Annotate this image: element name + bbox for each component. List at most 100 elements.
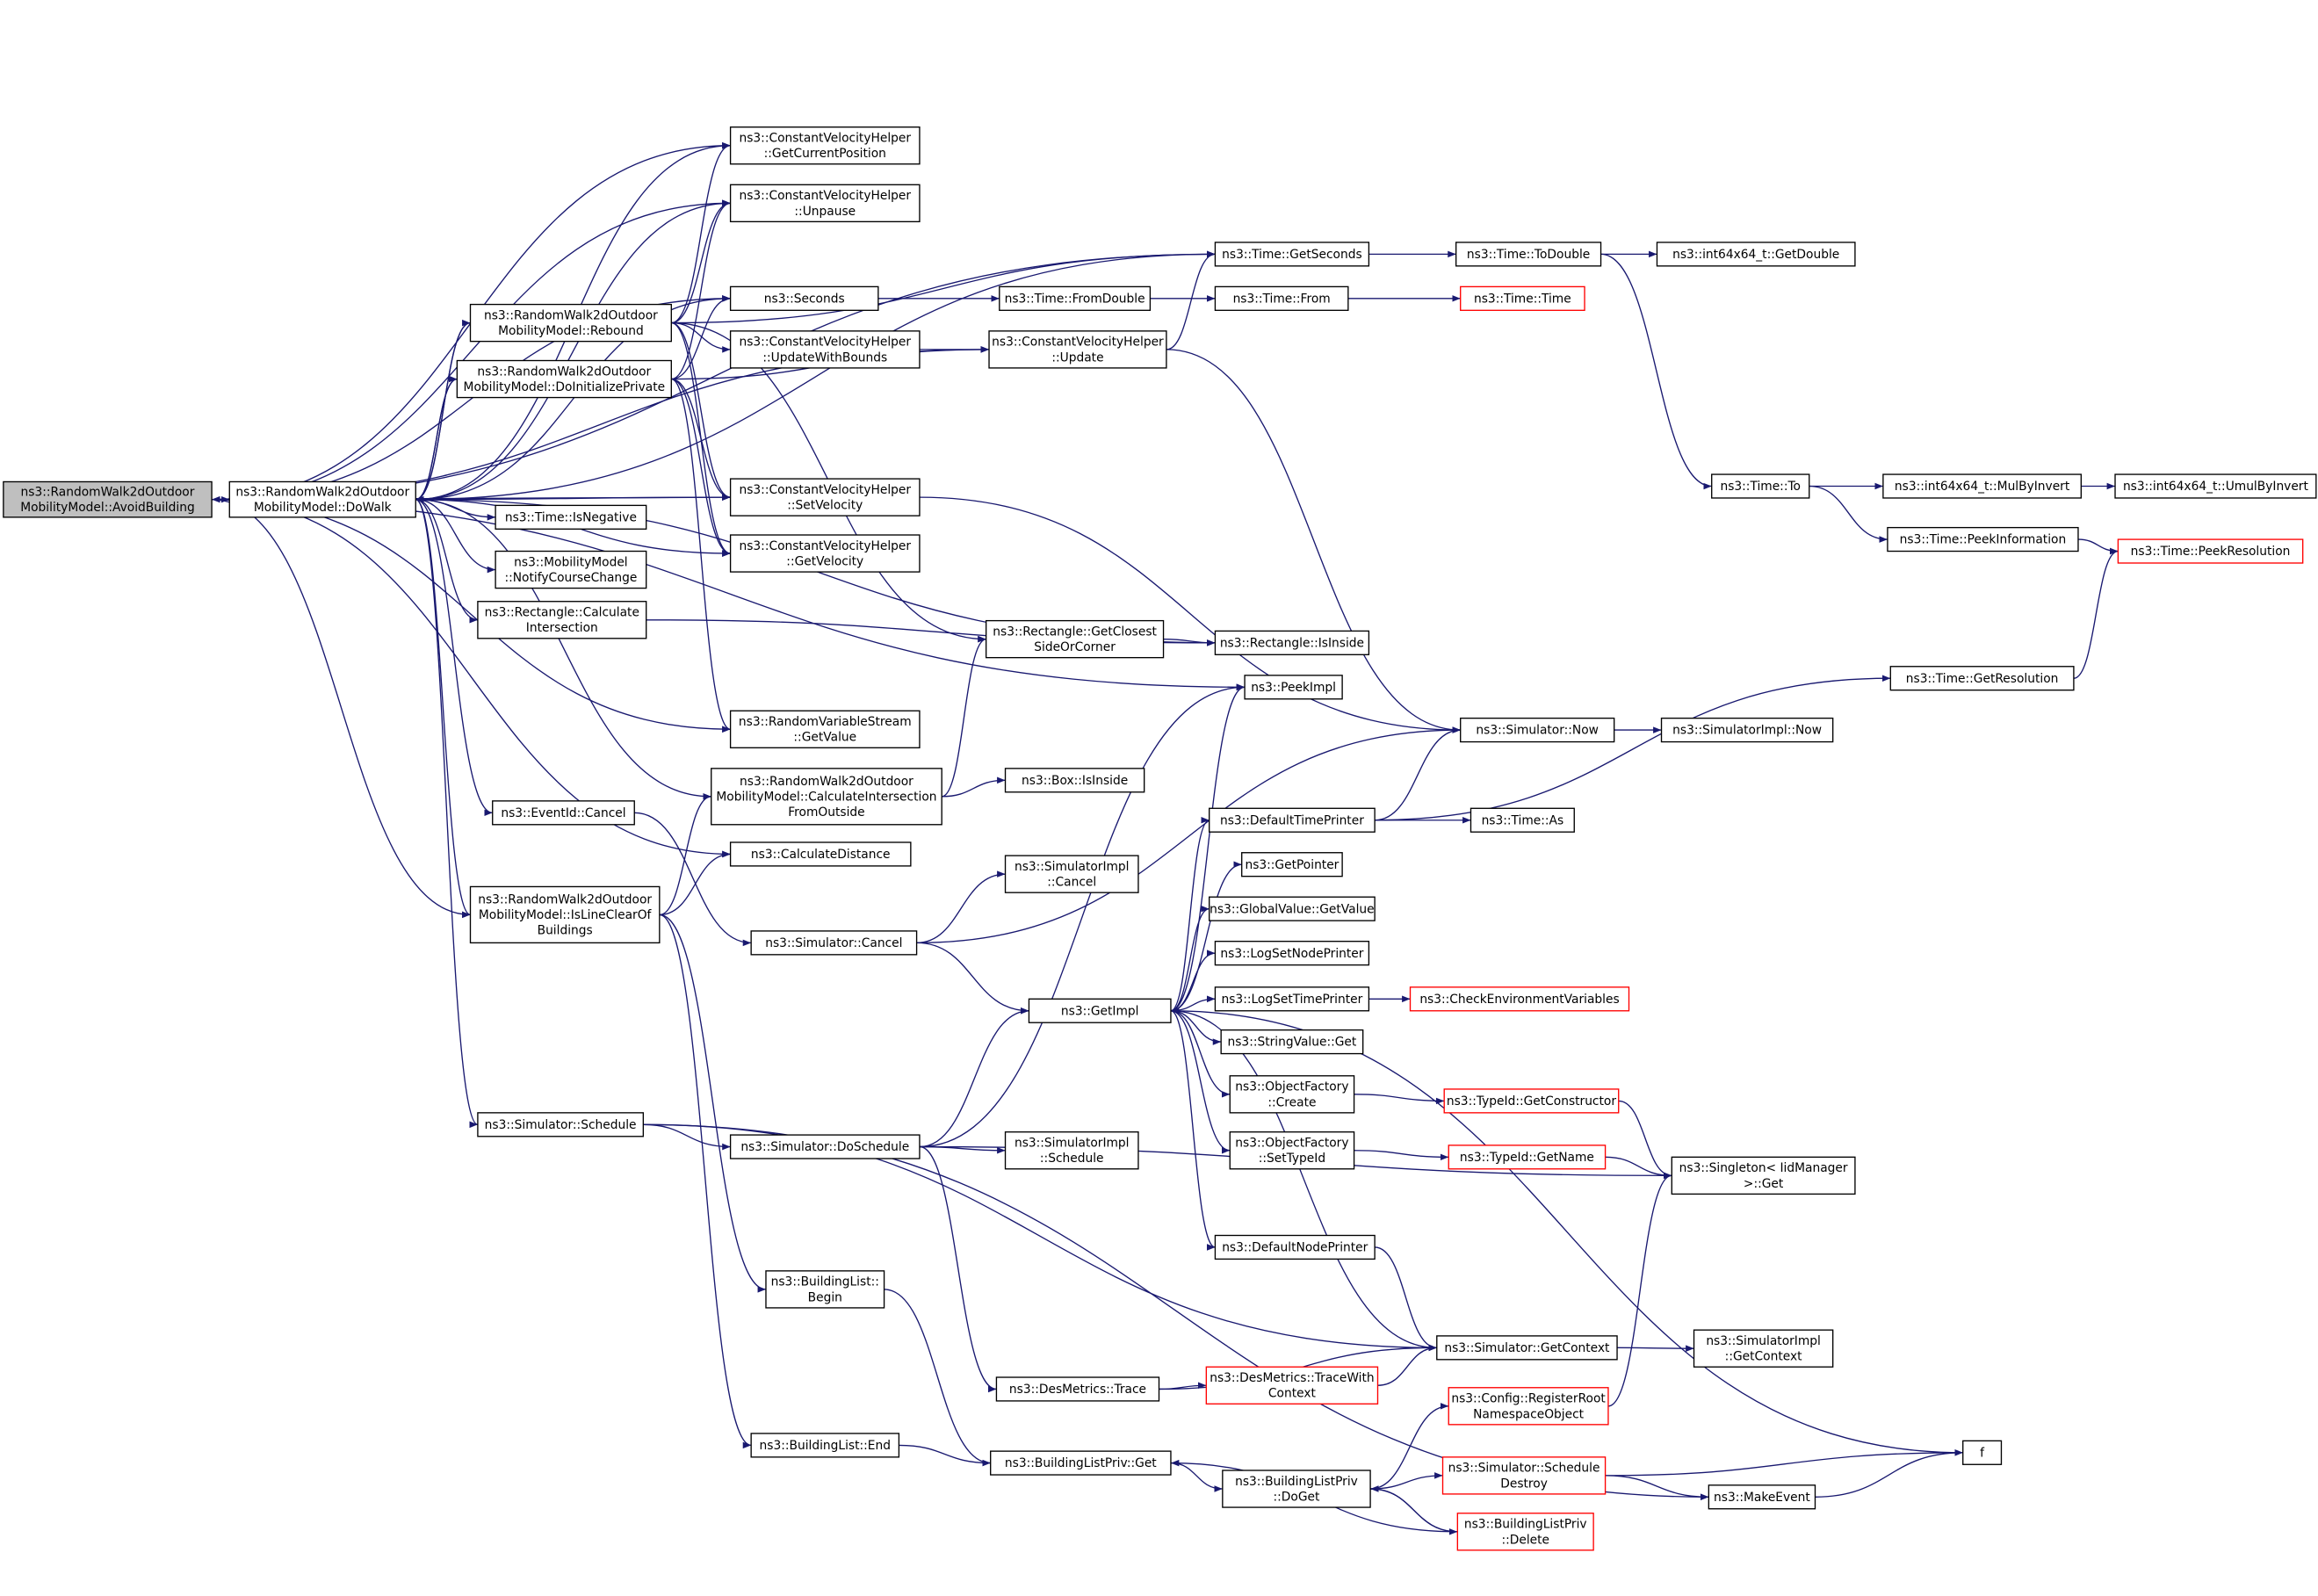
node-avoid[interactable]: ns3::RandomWalk2dOutdoorMobilityModel::A… [3, 480, 213, 518]
node-box [1214, 630, 1370, 655]
node-timeto[interactable]: ns3::Time::To [1711, 473, 1810, 499]
node-evcancel[interactable]: ns3::EventId::Cancel [492, 800, 635, 826]
node-blpget[interactable]: ns3::BuildingListPriv::Get [990, 1450, 1172, 1476]
node-label: f [1980, 1446, 1985, 1460]
node-timetime[interactable]: ns3::Time::Time [1460, 285, 1585, 311]
node-getcurpos[interactable]: ns3::ConstantVelocityHelper::GetCurrentP… [729, 126, 921, 165]
node-box [1205, 1366, 1379, 1405]
node-ofcreate[interactable]: ns3::ObjectFactory::Create [1229, 1075, 1355, 1114]
node-box [456, 359, 672, 399]
node-rebound[interactable]: ns3::RandomWalk2dOutdoorMobilityModel::R… [469, 303, 672, 343]
node-rvsget[interactable]: ns3::RandomVariableStream::GetValue [729, 710, 921, 748]
node-peekinfo[interactable]: ns3::Time::PeekInformation [1887, 526, 2079, 552]
node-doget[interactable]: ns3::BuildingListPriv::DoGet [1222, 1470, 1371, 1508]
node-dowalk[interactable]: ns3::RandomWalk2dOutdoorMobilityModel::D… [228, 480, 416, 518]
node-getres[interactable]: ns3::Time::GetResolution [1889, 666, 2075, 691]
edge-dowalk-to-rectcalc [415, 498, 478, 624]
node-defnode[interactable]: ns3::DefaultNodePrinter [1214, 1234, 1376, 1260]
node-calcdist[interactable]: ns3::CalculateDistance [729, 841, 912, 867]
node-doinit[interactable]: ns3::RandomWalk2dOutdoorMobilityModel::D… [456, 359, 672, 399]
node-label: ns3::int64x64_t::MulByInvert [1895, 480, 2070, 494]
node-rectinside[interactable]: ns3::Rectangle::IsInside [1214, 630, 1370, 655]
node-label: ::GetContext [1725, 1350, 1802, 1364]
node-blend[interactable]: ns3::BuildingList::End [750, 1433, 900, 1458]
node-makeevent[interactable]: ns3::MakeEvent [1708, 1484, 1816, 1510]
node-label: ns3::DefaultTimePrinter [1220, 813, 1364, 827]
node-label: Context [1268, 1387, 1317, 1401]
node-box [1004, 1131, 1139, 1170]
node-peekres[interactable]: ns3::Time::PeekResolution [2117, 538, 2304, 564]
node-calcout[interactable]: ns3::RandomWalk2dOutdoorMobilityModel::C… [711, 768, 942, 826]
node-mulinv[interactable]: ns3::int64x64_t::MulByInvert [1882, 473, 2082, 499]
node-deftime[interactable]: ns3::DefaultTimePrinter [1209, 807, 1376, 833]
node-dosched[interactable]: ns3::Simulator::DoSchedule [729, 1134, 921, 1159]
edge-simcancel-to-implcancel [916, 870, 1006, 944]
node-getptr[interactable]: ns3::GetPointer [1241, 852, 1343, 877]
node-lineclear[interactable]: ns3::RandomWalk2dOutdoorMobilityModel::I… [469, 885, 661, 944]
node-label: ::GetCurrentPosition [764, 147, 886, 161]
edge-timeto-to-peekinfo [1809, 485, 1888, 543]
node-timeas[interactable]: ns3::Time::As [1470, 807, 1575, 833]
node-label: ns3::Simulator::Schedule [1448, 1462, 1600, 1476]
node-checkenv[interactable]: ns3::CheckEnvironmentVariables [1409, 986, 1630, 1012]
node-f[interactable]: f [1962, 1440, 2003, 1465]
node-from[interactable]: ns3::Time::From [1214, 285, 1349, 311]
node-ofsettype[interactable]: ns3::ObjectFactory::SetTypeId [1229, 1131, 1355, 1170]
node-cvhupdate[interactable]: ns3::ConstantVelocityHelper::Update [988, 330, 1167, 369]
edge-rebound-to-getcurpos [671, 142, 731, 324]
node-rectcalc[interactable]: ns3::Rectangle::CalculateIntersection [477, 601, 647, 639]
node-implnow[interactable]: ns3::SimulatorImpl::Now [1660, 717, 1834, 743]
node-box [985, 619, 1165, 659]
node-simcancel[interactable]: ns3::Simulator::Cancel [750, 930, 918, 956]
node-label: MobilityModel::Rebound [498, 324, 644, 338]
node-boxinside[interactable]: ns3::Box::IsInside [1004, 768, 1145, 793]
node-getctx[interactable]: ns3::Simulator::GetContext [1436, 1335, 1618, 1361]
node-getctor[interactable]: ns3::TypeId::GetConstructor [1443, 1088, 1620, 1114]
node-trace[interactable]: ns3::DesMetrics::Trace [995, 1376, 1160, 1402]
node-updbounds[interactable]: ns3::ConstantVelocityHelper::UpdateWithB… [729, 330, 921, 369]
node-gvget[interactable]: ns3::GlobalValue::GetValue [1209, 896, 1376, 921]
node-blbegin[interactable]: ns3::BuildingList::Begin [765, 1270, 885, 1309]
node-getimpl[interactable]: ns3::GetImpl [1028, 998, 1172, 1023]
node-box [1214, 285, 1349, 311]
node-lognode[interactable]: ns3::LogSetNodePrinter [1214, 941, 1370, 966]
node-label: ns3::GetImpl [1061, 1004, 1139, 1018]
node-umulinv[interactable]: ns3::int64x64_t::UmulByInvert [2114, 473, 2317, 499]
node-box [729, 1134, 921, 1159]
node-getdouble[interactable]: ns3::int64x64_t::GetDouble [1656, 242, 1856, 267]
node-notify[interactable]: ns3::MobilityModel::NotifyCourseChange [495, 550, 647, 589]
node-schedule[interactable]: ns3::Simulator::Schedule [477, 1112, 645, 1137]
edge-dowalk-to-schedule [415, 498, 479, 1128]
node-blpdelete[interactable]: ns3::BuildingListPriv::Delete [1456, 1513, 1594, 1551]
node-getname[interactable]: ns3::TypeId::GetName [1448, 1145, 1607, 1170]
node-unpause[interactable]: ns3::ConstantVelocityHelper::Unpause [729, 184, 921, 223]
node-strget[interactable]: ns3::StringValue::Get [1220, 1029, 1364, 1055]
node-simnow[interactable]: ns3::Simulator::Now [1460, 717, 1615, 743]
node-implcancel[interactable]: ns3::SimulatorImpl::Cancel [1004, 855, 1139, 893]
node-getsec[interactable]: ns3::Time::GetSeconds [1214, 242, 1370, 267]
node-label: ns3::Rectangle::GetClosest [993, 625, 1157, 639]
node-getvel[interactable]: ns3::ConstantVelocityHelper::GetVelocity [729, 534, 921, 573]
node-logtime[interactable]: ns3::LogSetTimePrinter [1214, 986, 1370, 1012]
node-peekimpl[interactable]: ns3::PeekImpl [1244, 675, 1343, 700]
node-todouble[interactable]: ns3::Time::ToDouble [1455, 242, 1602, 267]
edge-doinit-to-dowalk [415, 378, 458, 503]
node-setvel[interactable]: ns3::ConstantVelocityHelper::SetVelocity [729, 478, 921, 516]
node-implctx[interactable]: ns3::SimulatorImpl::GetContext [1693, 1329, 1834, 1368]
node-label: ns3::PeekImpl [1251, 681, 1336, 695]
node-isneg[interactable]: ns3::Time::IsNegative [495, 504, 647, 530]
node-singleton[interactable]: ns3::Singleton< IidManager>::Get [1671, 1156, 1856, 1195]
node-implsched[interactable]: ns3::SimulatorImpl::Schedule [1004, 1131, 1139, 1170]
node-box [495, 504, 647, 530]
edge-getimpl-to-gvget [1170, 905, 1210, 1012]
node-label: ns3::ConstantVelocityHelper [992, 336, 1164, 350]
node-label: ::DoGet [1274, 1490, 1320, 1504]
node-label: ::SetVelocity [787, 499, 863, 513]
node-fromdouble[interactable]: ns3::Time::FromDouble [999, 285, 1152, 311]
node-seconds[interactable]: ns3::Seconds [729, 285, 879, 311]
